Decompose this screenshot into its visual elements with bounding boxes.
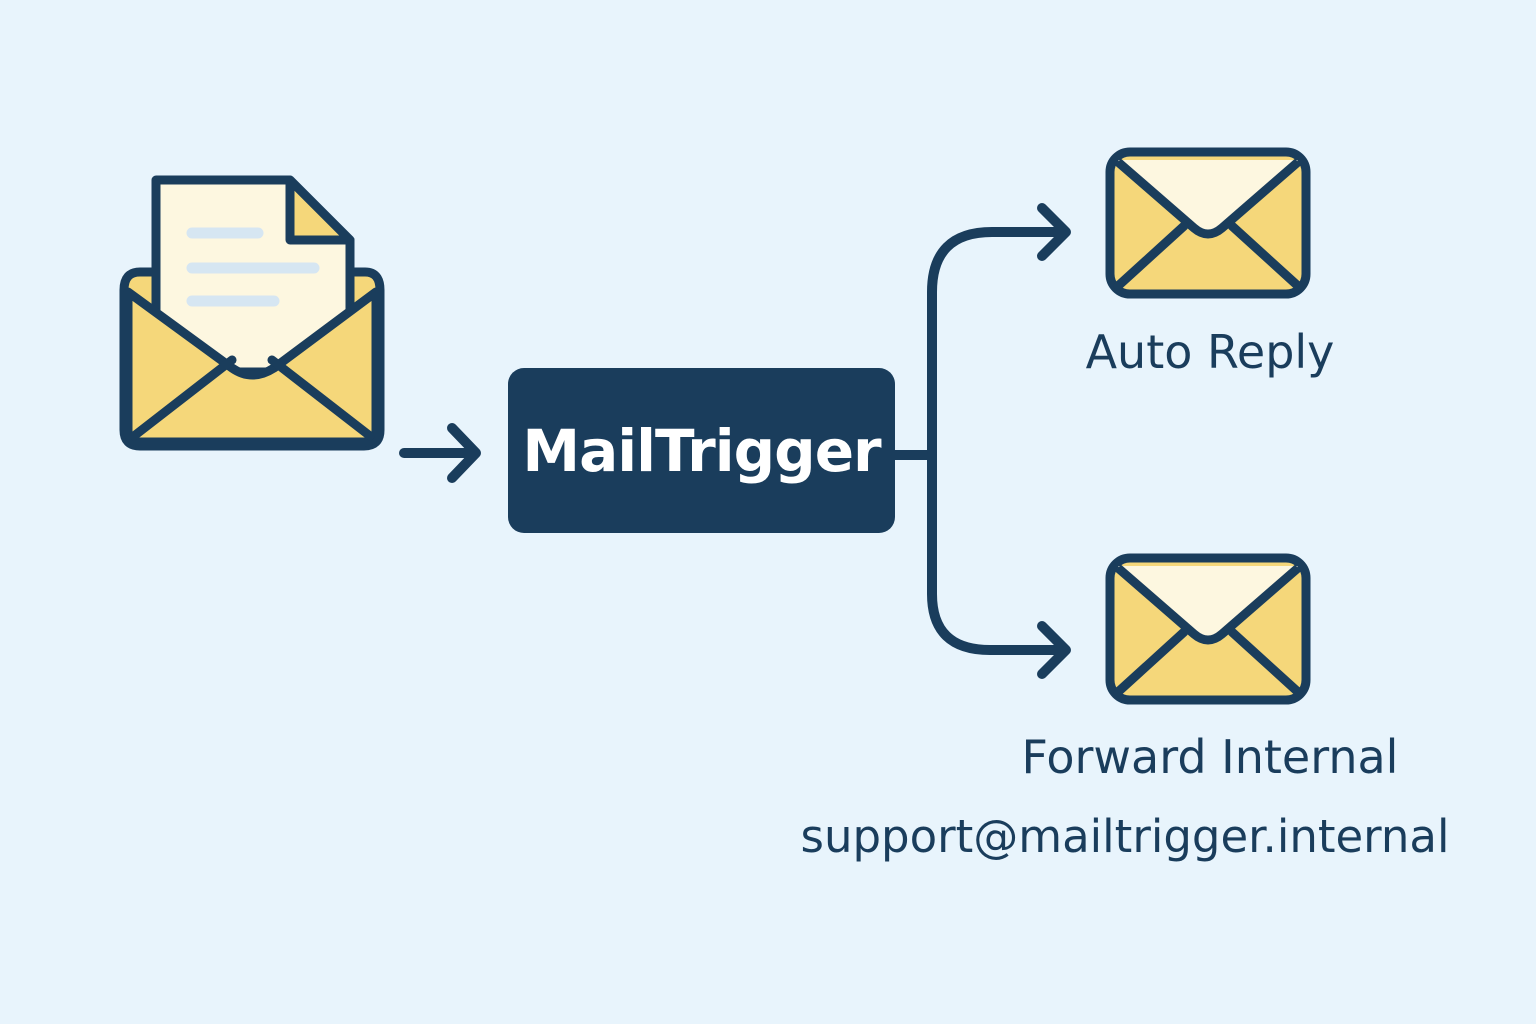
open-envelope-with-document-icon [119,175,385,451]
mailtrigger-node-label: MailTrigger [522,416,881,485]
arrow-to-auto-reply [1037,203,1071,261]
forward-address-label: support@mailtrigger.internal [800,810,1450,863]
arrow-to-forward-internal [1037,621,1071,679]
envelope-icon [1105,147,1311,299]
envelope-icon [1105,553,1311,705]
forward-internal-label: Forward Internal [1021,730,1399,784]
mailtrigger-node: MailTrigger [508,368,895,533]
branch-connector [890,227,1069,655]
auto-reply-label: Auto Reply [1085,325,1335,379]
input-arrow [399,423,481,483]
